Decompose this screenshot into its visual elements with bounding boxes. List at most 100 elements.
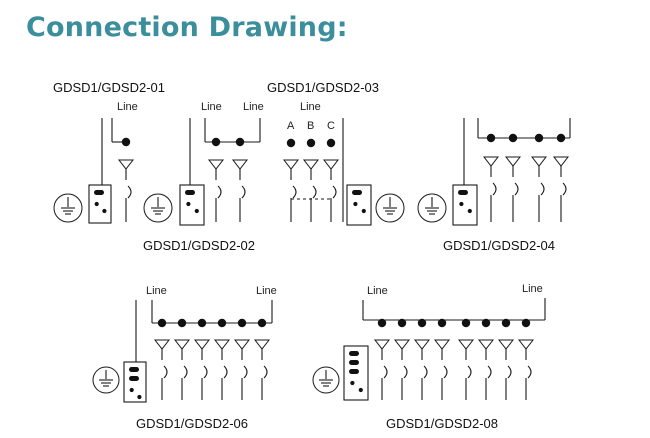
pole-triangle [213,339,231,350]
terminal-dot [534,133,544,143]
pole-contact [203,365,208,379]
pole-contact [241,185,246,199]
terminal-dot [556,133,566,143]
switch-pole-icon [477,339,495,400]
pole-triangle [482,156,500,167]
module-indicator [185,190,195,195]
pole-contact [423,365,428,379]
module-dot [361,208,366,214]
caption-gdsd-08: GDSD1/GDSD2-08 [386,416,498,431]
terminal-dot [235,137,245,147]
module-indicator [129,367,139,372]
terminal-dot [217,318,227,328]
switch-pole-icon [433,339,451,400]
pole-triangle [233,339,251,350]
module-dot [459,201,464,207]
module-dot [129,387,134,393]
pole-contact [507,365,512,379]
spd-module-icon [343,345,369,401]
caption-gdsd-02: GDSD1/GDSD2-02 [143,238,255,253]
pole-triangle [253,339,271,350]
line-label: Line [243,101,264,113]
ground-symbol-icon [312,366,340,394]
module-dot [102,208,107,214]
module-indicator [458,190,468,195]
pole-contact [183,365,188,379]
pole-triangle [153,339,171,350]
switch-pole-icon [302,159,320,222]
terminal-dot [306,138,316,148]
pole-triangle [373,339,391,350]
module-dot [194,208,199,214]
terminal-dot [157,318,167,328]
terminal-dot [211,137,221,147]
terminal-dot [486,133,496,143]
switch-pole-icon [552,156,570,222]
switch-pole-icon [253,339,271,400]
pole-triangle [231,159,249,170]
switch-pole-icon [117,159,135,222]
module-box [88,184,112,224]
terminal-dot [461,318,471,328]
pole-contact [163,365,168,379]
switch-pole-icon [282,159,300,222]
module-dot [94,201,99,207]
terminal-dot [417,318,427,328]
caption-gdsd-04: GDSD1/GDSD2-04 [443,238,555,253]
pole-contact [292,185,297,199]
pole-contact [467,365,472,379]
ground-circle [53,193,83,223]
ground-circle [375,193,405,223]
module-dot [353,201,358,207]
pole-triangle [497,339,515,350]
terminal-dot [521,318,531,328]
module-indicator [349,369,359,374]
switch-pole-icon [504,156,522,222]
pole-triangle [173,339,191,350]
terminal-dot [508,133,518,143]
switch-pole-icon [413,339,431,400]
terminal-dot [257,318,267,328]
module-indicator [352,190,362,195]
terminal-dot [326,138,336,148]
pole-contact [127,185,132,199]
pole-triangle [282,159,300,170]
switch-pole-icon [153,339,171,400]
switch-pole-icon [233,339,251,400]
terminal-dot [177,318,187,328]
switch-pole-icon [517,339,535,400]
line-label: Line [201,101,222,113]
terminal-dot [397,318,407,328]
caption-gdsd-01: GDSD1/GDSD2-01 [53,80,165,95]
line-label: Line [300,101,321,113]
pole-triangle [504,156,522,167]
switch-pole-icon [207,159,225,222]
pole-triangle [457,339,475,350]
line-label: Line [146,285,167,297]
line-label: Line [522,283,543,295]
ground-symbol-icon [92,366,120,394]
ground-symbol-icon [143,193,173,223]
spd-module-icon [346,184,372,226]
switch-pole-icon [231,159,249,222]
switch-pole-icon [322,159,340,222]
spd-module-icon [123,361,147,403]
pole-triangle [117,159,135,170]
module-dot [186,201,191,207]
switch-pole-icon [193,339,211,400]
pole-contact [312,185,317,199]
module-dot [137,394,142,400]
switch-pole-icon [482,156,500,222]
terminal-dot [237,318,247,328]
pole-triangle [322,159,340,170]
terminal-dot [501,318,511,328]
pole-contact [562,182,567,196]
pole-contact [243,365,248,379]
module-dot [350,380,355,386]
pole-triangle [302,159,320,170]
ground-circle [417,193,447,223]
module-dot [358,387,363,393]
pole-triangle [552,156,570,167]
pole-triangle [413,339,431,350]
